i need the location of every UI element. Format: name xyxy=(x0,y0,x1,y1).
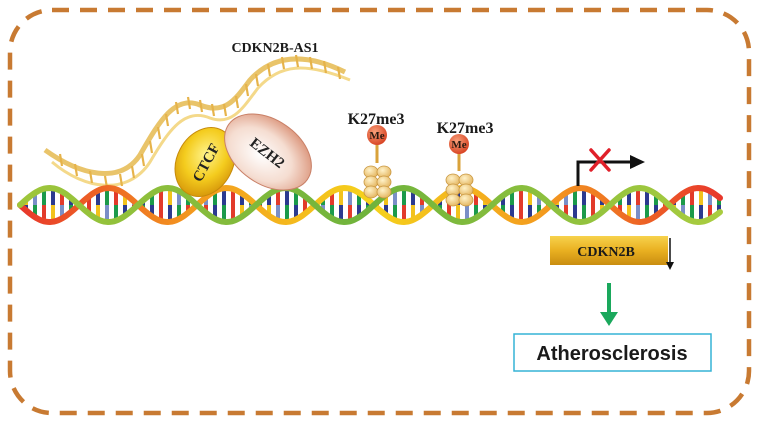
outcome-label: Atherosclerosis xyxy=(536,343,687,365)
rna-base-tick xyxy=(73,163,79,177)
rna-base-tick xyxy=(198,99,204,113)
rna-base-tick xyxy=(308,56,314,70)
rna-base-tick xyxy=(164,113,170,127)
methyl-label-2: Me xyxy=(451,139,466,151)
methyl-group-2 xyxy=(449,134,469,154)
cdkn2b-gene-box xyxy=(550,236,668,265)
blocked-x-icon xyxy=(589,148,611,172)
rna-base-tick xyxy=(118,173,124,187)
rna-base-tick xyxy=(148,140,154,154)
rna-base-tick xyxy=(156,126,162,140)
transcription-start-arrow-icon xyxy=(576,155,645,186)
rna-base-tick xyxy=(58,153,64,167)
outcome-box xyxy=(513,333,712,372)
nucleosome-1 xyxy=(363,145,392,199)
lncrna-strand xyxy=(43,54,351,189)
rna-base-tick xyxy=(186,96,192,110)
cdkn2b-label: CDKN2B xyxy=(577,245,635,260)
rna-base-tick xyxy=(322,60,328,74)
downregulation-arrow-icon xyxy=(666,238,674,270)
rna-base-tick xyxy=(280,56,286,70)
rna-base-tick xyxy=(88,170,94,184)
rna-base-tick xyxy=(210,103,216,117)
ezh2-protein xyxy=(224,113,312,191)
rna-base-tick xyxy=(140,153,146,167)
methyl-label-1: Me xyxy=(369,130,384,142)
leads-to-arrow xyxy=(600,283,618,326)
dna-helix xyxy=(17,184,723,226)
histone-mark-label-1: K27me3 xyxy=(348,111,405,128)
rna-base-tick xyxy=(294,54,300,68)
ctcf-protein xyxy=(174,127,236,197)
rna-base-tick xyxy=(336,66,342,80)
rna-base-tick xyxy=(254,73,260,87)
rna-base-tick xyxy=(244,83,250,97)
dashed-border xyxy=(7,7,752,416)
rna-base-tick xyxy=(222,103,228,117)
rna-base-tick xyxy=(174,101,180,115)
rna-base-tick xyxy=(234,95,240,109)
rna-base-tick xyxy=(130,165,136,179)
methyl-group-1 xyxy=(367,125,387,145)
rna-base-tick xyxy=(266,63,272,77)
nucleosome-2 xyxy=(445,153,474,207)
lncrna-label: CDKN2B-AS1 xyxy=(231,41,318,56)
histone-mark-label-2: K27me3 xyxy=(437,120,494,137)
